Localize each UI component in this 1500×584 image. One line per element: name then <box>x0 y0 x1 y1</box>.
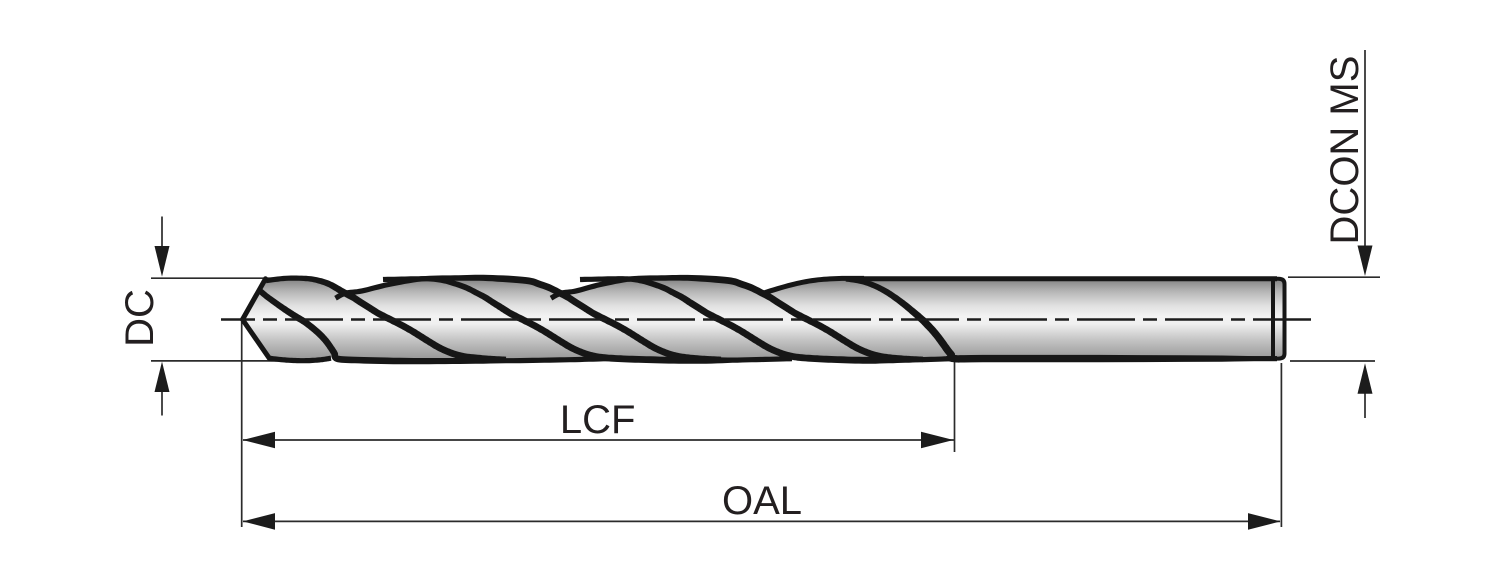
svg-text:OAL: OAL <box>722 479 802 523</box>
svg-text:DCON MS: DCON MS <box>1323 56 1367 245</box>
svg-text:LCF: LCF <box>560 398 636 442</box>
svg-text:DC: DC <box>118 289 162 347</box>
